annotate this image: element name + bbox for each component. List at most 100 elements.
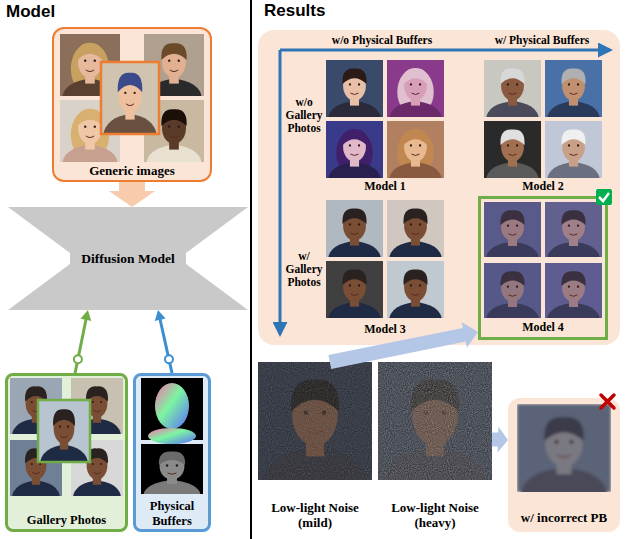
photo bbox=[387, 60, 444, 117]
mouth bbox=[412, 154, 420, 155]
neck bbox=[350, 234, 359, 245]
mouth bbox=[170, 70, 178, 72]
arrow-body bbox=[155, 310, 174, 373]
mouth bbox=[32, 410, 39, 411]
shoulders bbox=[143, 481, 200, 495]
eye bbox=[168, 125, 170, 127]
neck bbox=[508, 235, 517, 246]
photo bbox=[517, 404, 611, 492]
hair bbox=[500, 271, 524, 286]
photo bbox=[387, 261, 444, 318]
cross-icon bbox=[601, 395, 614, 408]
eye bbox=[442, 410, 447, 415]
photo bbox=[484, 202, 541, 257]
flow-arrow bbox=[328, 322, 478, 369]
neck bbox=[60, 437, 68, 449]
neck bbox=[85, 71, 95, 83]
hair bbox=[77, 43, 102, 60]
flow-arrow bbox=[74, 310, 92, 373]
photo-ground bbox=[10, 378, 62, 434]
mouth bbox=[412, 93, 420, 94]
eye bbox=[410, 284, 412, 286]
noise bbox=[258, 362, 372, 480]
neck bbox=[569, 296, 578, 307]
hair bbox=[561, 210, 585, 225]
mouth bbox=[557, 455, 570, 457]
head bbox=[78, 112, 102, 144]
mouth bbox=[351, 154, 359, 155]
photo-ground bbox=[326, 121, 383, 178]
node-caption: Physical Buffers bbox=[136, 499, 208, 528]
shoulders bbox=[389, 242, 441, 257]
noise bbox=[378, 362, 492, 480]
hair bbox=[342, 68, 366, 83]
mouth bbox=[570, 93, 578, 94]
photo bbox=[326, 200, 383, 257]
photo-ground bbox=[141, 444, 203, 494]
eye bbox=[424, 410, 429, 415]
head bbox=[343, 132, 366, 162]
mouth bbox=[86, 70, 94, 72]
mouth bbox=[570, 154, 578, 155]
failure-case: w/ incorrect PB bbox=[508, 398, 620, 532]
neck bbox=[508, 94, 517, 105]
head bbox=[562, 212, 585, 241]
eye bbox=[577, 83, 579, 85]
neck bbox=[125, 105, 134, 119]
head bbox=[404, 71, 427, 101]
flow-arrow bbox=[109, 182, 155, 207]
eye bbox=[31, 401, 33, 403]
axis-label: w/ Physical Buffers bbox=[478, 34, 606, 47]
input-panel: Gallery Photos bbox=[5, 373, 128, 532]
mouth bbox=[351, 294, 359, 295]
eye bbox=[570, 440, 574, 444]
model-block: Diffusion Model bbox=[8, 207, 248, 310]
photo-ground bbox=[484, 263, 541, 318]
hair bbox=[291, 380, 339, 412]
eye bbox=[577, 225, 579, 227]
mouth bbox=[32, 472, 39, 473]
photo-frame bbox=[38, 400, 90, 462]
eye bbox=[516, 225, 518, 227]
neck bbox=[411, 234, 420, 245]
hair bbox=[71, 43, 109, 95]
shoulders bbox=[389, 102, 441, 117]
neck bbox=[350, 155, 359, 166]
neck bbox=[169, 137, 179, 149]
head bbox=[292, 384, 338, 445]
check-icon bbox=[596, 189, 612, 205]
hair bbox=[161, 109, 186, 126]
head bbox=[404, 272, 427, 302]
shoulders bbox=[328, 163, 380, 178]
hair bbox=[336, 129, 372, 177]
hair bbox=[561, 129, 585, 144]
head bbox=[54, 412, 75, 444]
eye bbox=[168, 59, 170, 61]
shoulders bbox=[547, 163, 599, 178]
head bbox=[562, 71, 585, 101]
photo-ground bbox=[387, 261, 444, 318]
neck bbox=[350, 295, 359, 306]
node-caption: Diffusion Model bbox=[81, 251, 174, 267]
head bbox=[501, 212, 524, 241]
mouth bbox=[170, 136, 178, 138]
shoulders bbox=[389, 163, 441, 178]
head bbox=[78, 46, 102, 78]
head bbox=[26, 389, 47, 418]
eye bbox=[507, 144, 509, 146]
photo-ground bbox=[101, 62, 159, 134]
results-panel: ResultsModel 1Model 2Model 3Model 4 bbox=[258, 30, 620, 345]
photo-blur bbox=[517, 404, 611, 492]
label-holder: w/o Gallery Photos bbox=[283, 96, 325, 136]
neck bbox=[426, 433, 444, 457]
head bbox=[562, 132, 585, 162]
eye bbox=[94, 59, 96, 61]
photo-ground bbox=[378, 362, 492, 480]
photo bbox=[387, 121, 444, 178]
switch-knob bbox=[74, 355, 82, 363]
hair bbox=[500, 68, 524, 83]
hair bbox=[25, 448, 47, 463]
photo bbox=[484, 121, 541, 178]
photo bbox=[545, 121, 602, 178]
head bbox=[545, 421, 583, 467]
